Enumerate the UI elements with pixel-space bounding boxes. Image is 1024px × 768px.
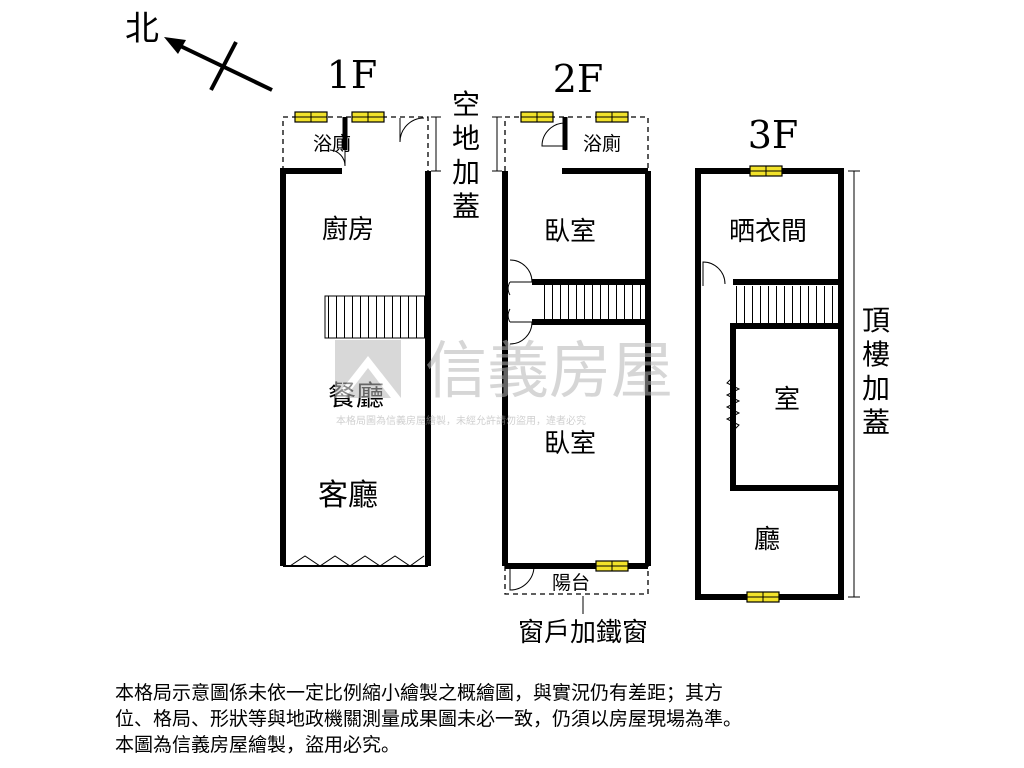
window-icon (520, 111, 554, 123)
floor-3f-plan: 晒衣間 室 廳 (695, 165, 844, 603)
window-icon (746, 591, 780, 603)
brand-logo-icon (335, 340, 401, 398)
floor-plan-diagram: 北 1F 2F 3F 浴廁 廚房 餐廳 客廳 (125, 9, 890, 648)
room-label-1f-living: 客廳 (318, 478, 378, 513)
staircase (324, 295, 429, 339)
disclaimer-line-3: 本圖為信義房屋繪製，盜用必究。 (115, 734, 401, 756)
window-icon (294, 111, 328, 123)
room-label-1f-bath: 浴廁 (313, 132, 351, 155)
room-label-2f-bath: 浴廁 (583, 132, 621, 155)
rooftop-char-4: 蓋 (862, 406, 890, 439)
room-label-2f-bedroom-front: 臥室 (544, 217, 596, 247)
watermark: 信義房屋 本格局圖為信義房屋繪製，未經允許請勿盜用，違者必究 (335, 334, 673, 427)
watermark-brand: 信義房屋 (425, 334, 673, 407)
rooftop-addition-note: 頂 樓 加 蓋 (848, 170, 890, 598)
rooftop-char-1: 頂 (862, 304, 890, 337)
room-label-3f-laundry: 晒衣間 (729, 217, 807, 247)
floor-1f-plan: 浴廁 廚房 餐廳 客廳 (280, 111, 431, 567)
window-icon (351, 111, 385, 123)
open-space-char-4: 蓋 (452, 190, 480, 223)
rooftop-char-2: 樓 (862, 338, 890, 371)
room-label-3f-hall: 廳 (754, 525, 780, 555)
room-label-2f-balcony: 陽台 (552, 572, 590, 594)
north-arrow-icon (164, 37, 273, 92)
room-label-1f-kitchen: 廚房 (322, 215, 374, 245)
open-space-char-2: 地 (452, 122, 480, 155)
staircase (540, 285, 646, 319)
window-icon (595, 560, 629, 572)
room-label-2f-bedroom-rear: 臥室 (544, 429, 596, 459)
disclaimer-line-2: 位、格局、形狀等與地政機關測量成果圖未必一致，仍須以房屋現場為準。 (115, 708, 743, 730)
floor-title-1f: 1F (327, 53, 378, 97)
open-space-char-3: 加 (452, 156, 480, 189)
open-space-addition-note: 空 地 加 蓋 (431, 88, 502, 223)
disclaimer-line-1: 本格局示意圖係未依一定比例縮小繪製之概繪圖，與實況仍有差距；其方 (115, 682, 724, 704)
watermark-note: 本格局圖為信義房屋繪製，未經允許請勿盜用，違者必究 (336, 414, 586, 427)
compass: 北 (125, 9, 273, 92)
staircase (733, 286, 839, 324)
floor-title-3f: 3F (748, 113, 799, 157)
window-icon (595, 111, 629, 123)
open-space-char-1: 空 (452, 88, 480, 121)
room-label-3f-room: 室 (774, 385, 800, 415)
floor-2f-plan: 浴廁 臥室 臥室 陽台 窗戶加鐵窗 (502, 111, 651, 648)
window-icon (749, 165, 783, 177)
disclaimer: 本格局示意圖係未依一定比例縮小繪製之概繪圖，與實況仍有差距；其方 位、格局、形狀… (115, 680, 935, 758)
rooftop-char-3: 加 (862, 372, 890, 405)
floor-title-2f: 2F (553, 57, 604, 101)
north-label: 北 (125, 9, 159, 49)
window-iron-note: 窗戶加鐵窗 (518, 618, 648, 648)
